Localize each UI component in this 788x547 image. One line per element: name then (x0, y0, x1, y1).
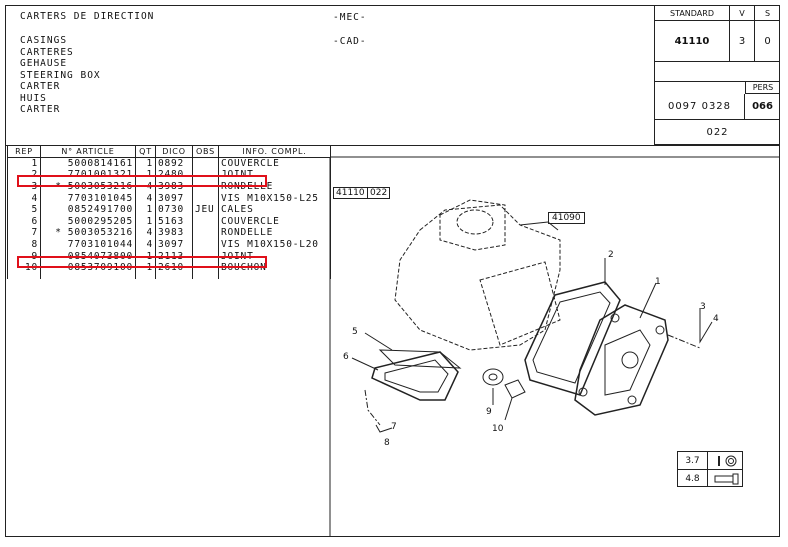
torque-value: 4.8 (678, 470, 708, 487)
translation-label: CARTERES (20, 46, 74, 58)
info-box: STANDARD V S 41110 3 0 PERS 0097 0328 06… (654, 5, 780, 145)
shim-5 (378, 349, 462, 369)
ref-link-41090[interactable]: 41090 (548, 212, 585, 224)
callout-label: 9 (486, 407, 492, 417)
callout-label: 7 (391, 422, 397, 432)
ref-box-022: 022 (367, 187, 391, 199)
article-number: 7703101045 (67, 192, 133, 204)
callout-label: 10 (492, 424, 504, 434)
bolt-icon (708, 470, 743, 487)
callout-label: 6 (343, 352, 349, 362)
v-label: V (730, 6, 755, 21)
callout-label: 1 (655, 277, 661, 287)
s-label: S (755, 6, 780, 21)
standard-label: STANDARD (655, 6, 730, 21)
plug-10 (504, 379, 526, 399)
translation-label: STEERING BOX (20, 69, 101, 81)
pers-value: 066 (752, 101, 773, 112)
translation-label: CARTER (20, 81, 61, 92)
ref-a: 41110 (336, 188, 365, 198)
star-marker: * (55, 227, 62, 239)
page-number: 022 (655, 119, 780, 145)
article-number: 5000814161 (67, 158, 133, 170)
housing-casing (394, 204, 561, 351)
washer-9 (482, 368, 504, 386)
callout-label: 8 (384, 438, 390, 448)
col-rep: REP (7, 145, 41, 158)
pers-label: PERS (745, 81, 780, 94)
mec-label: -MEC- (333, 12, 367, 23)
header-divider (5, 145, 780, 146)
callout-label: 2 (608, 250, 614, 260)
col-info: INFO. COMPL. (218, 145, 331, 158)
torque-value: 3.7 (678, 452, 708, 470)
cover-6 (371, 351, 459, 401)
standard-value: 41110 (655, 21, 730, 62)
translation-label: GEHAUSE (20, 58, 68, 69)
washer-icon (708, 452, 743, 470)
ref-box-41110: 41110 (333, 187, 368, 199)
divider (655, 81, 780, 82)
translation-label: CASINGS (20, 35, 68, 46)
article-number: 5000295205 (67, 215, 133, 227)
page-title: CARTERS DE DIRECTION (20, 11, 155, 22)
page-frame (5, 5, 780, 537)
callout-label: 5 (352, 327, 358, 337)
torque-table: 3.7 4.8 (677, 451, 743, 487)
col-article: N° ARTICLE (40, 145, 136, 158)
highlight-box (17, 174, 267, 187)
cover-1 (574, 304, 669, 416)
v-value: 3 (730, 21, 755, 62)
article-number: 0852491700 (67, 204, 133, 216)
cad-label: -CAD- (333, 36, 367, 47)
callout-label: 3 (700, 302, 706, 312)
translation-label: HUIS (20, 92, 47, 104)
ref-value: 0097 0328 (655, 94, 745, 119)
translation-label: CARTER (20, 104, 61, 115)
s-value: 0 (755, 21, 780, 62)
highlight-box (17, 255, 267, 268)
callout-label: 4 (713, 314, 719, 324)
article-number: 7703101044 (67, 238, 133, 250)
article-number: 5003053216 (67, 227, 133, 239)
